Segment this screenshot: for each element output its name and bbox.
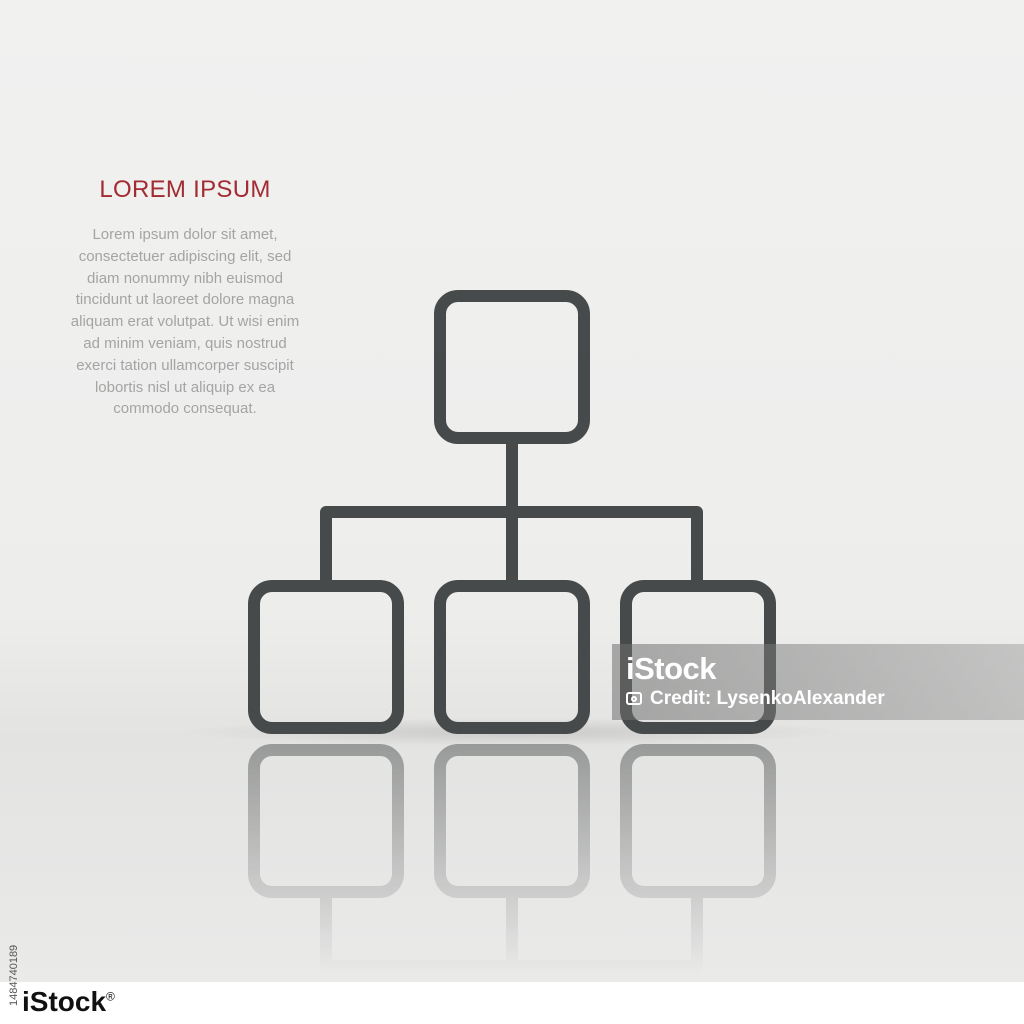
- footer-brand-text: iStock: [22, 986, 107, 1017]
- credit-text: Credit: LysenkoAlexander: [650, 688, 885, 709]
- watermark-band: [612, 644, 1024, 720]
- left-node-box: [248, 580, 404, 734]
- body-line: Lorem ipsum dolor sit amet,: [92, 226, 278, 243]
- body-line: aliquam erat volutpat. Ut wisi enim: [70, 313, 300, 331]
- middle-node-box: [434, 580, 590, 734]
- body-line: tincidunt ut laoreet dolore magna: [75, 291, 295, 309]
- registered-mark: ®: [106, 989, 115, 1004]
- camera-icon: [626, 692, 642, 705]
- body-line: commodo consequat.: [113, 400, 257, 418]
- body-line: consectetuer adipiscing elit, sed: [78, 247, 292, 265]
- watermark-credit: Credit: LysenkoAlexander: [626, 688, 885, 710]
- body-line: ad minim veniam, quis nostrud: [83, 334, 287, 352]
- title: LOREM IPSUM: [99, 176, 271, 203]
- body-line: diam nonummy nibh euismod: [87, 269, 283, 287]
- body-line: exerci tation ullamcorper suscipit: [76, 356, 294, 374]
- icon-reflection: [248, 744, 776, 972]
- image-id: 1484740189: [8, 944, 20, 1006]
- footer-brand-logo: iStock®: [22, 986, 115, 1018]
- body-line: lobortis nisl ut aliquip ex ea: [94, 378, 276, 396]
- bottom-strip: iStock®: [0, 982, 1024, 1024]
- watermark-logo: iStock: [626, 651, 717, 686]
- branch-connector: [320, 506, 703, 586]
- top-node-box: [434, 290, 590, 444]
- body-text: Lorem ipsum dolor sit amet, consectetuer…: [40, 224, 330, 420]
